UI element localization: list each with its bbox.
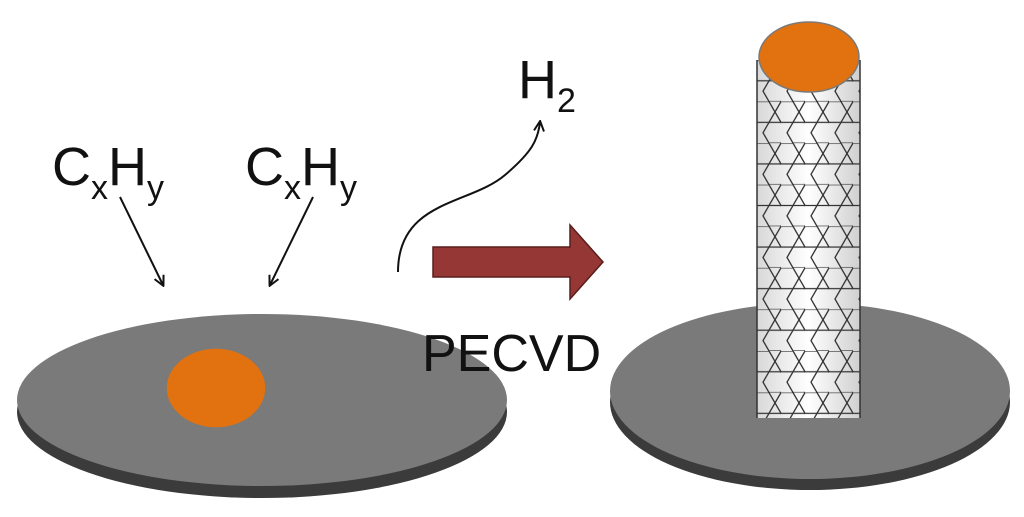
- precursor-left-h: H: [108, 137, 147, 197]
- precursor-left-x: x: [91, 169, 108, 207]
- precursor-right-c: C: [245, 137, 284, 197]
- byproduct-h: H: [518, 50, 557, 110]
- carbon-nanotube: [756, 60, 861, 418]
- precursor-arrow-left: [119, 196, 163, 285]
- process-arrow: [432, 223, 605, 301]
- left-catalyst-particle: [165, 347, 267, 429]
- byproduct-2: 2: [557, 82, 576, 120]
- byproduct-label: H2: [518, 50, 576, 120]
- right-catalyst-cap: [758, 21, 860, 93]
- nanotube-lattice: [757, 60, 860, 418]
- precursor-left-c: C: [52, 137, 91, 197]
- precursor-right-y: y: [340, 169, 357, 207]
- gas-release-arrow: [397, 122, 540, 273]
- precursor-label-left: CxHy: [52, 137, 164, 207]
- process-label: PECVD: [422, 325, 601, 383]
- precursor-arrow-right: [270, 196, 314, 285]
- precursor-right-x: x: [284, 169, 301, 207]
- precursor-right-h: H: [301, 137, 340, 197]
- precursor-left-y: y: [147, 169, 164, 207]
- precursor-label-right: CxHy: [245, 137, 357, 207]
